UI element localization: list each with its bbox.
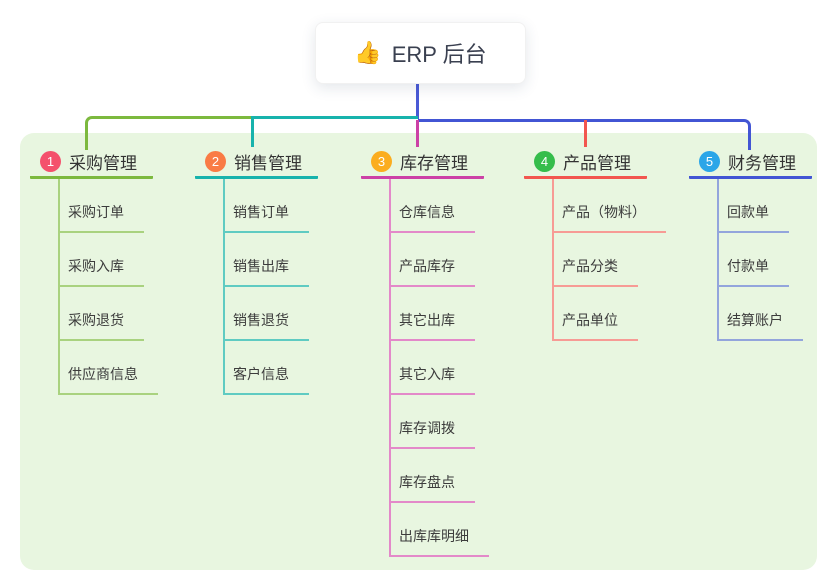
branch-finance: 5 财务管理 回款单 付款单 结算账户 bbox=[689, 146, 812, 341]
connector-branch2-drop bbox=[251, 116, 254, 147]
child-topic-label: 销售订单 bbox=[225, 202, 309, 233]
connector-branch2-horizontal bbox=[253, 116, 418, 119]
branch-children: 采购订单 采购入库 采购退货 供应商信息 bbox=[58, 179, 158, 395]
child-topic-label: 供应商信息 bbox=[60, 364, 158, 395]
child-topic-label: 客户信息 bbox=[225, 364, 309, 395]
child-topic[interactable]: 产品（物料） bbox=[554, 179, 666, 233]
child-topic[interactable]: 回款单 bbox=[719, 179, 803, 233]
branch-topic[interactable]: 4 产品管理 bbox=[524, 146, 647, 179]
child-topic[interactable]: 产品库存 bbox=[391, 233, 489, 287]
branch-topic[interactable]: 2 销售管理 bbox=[195, 146, 318, 179]
child-topic[interactable]: 结算账户 bbox=[719, 287, 803, 341]
branch-title: 销售管理 bbox=[234, 153, 302, 173]
child-topic[interactable]: 销售退货 bbox=[225, 287, 309, 341]
child-topic-label: 出库库明细 bbox=[391, 526, 489, 557]
child-topic[interactable]: 库存调拨 bbox=[391, 395, 489, 449]
branch-children: 销售订单 销售出库 销售退货 客户信息 bbox=[223, 179, 309, 395]
branch-children: 仓库信息 产品库存 其它出库 其它入库 库存调拨 库存盘点 出库库明细 bbox=[389, 179, 489, 557]
child-topic-label: 采购订单 bbox=[60, 202, 144, 233]
child-topic[interactable]: 销售订单 bbox=[225, 179, 309, 233]
mindmap-background-panel bbox=[20, 133, 817, 570]
branch-number-badge: 4 bbox=[534, 150, 555, 172]
child-topic[interactable]: 产品分类 bbox=[554, 233, 666, 287]
child-topic[interactable]: 采购入库 bbox=[60, 233, 158, 287]
branch-number-badge: 5 bbox=[699, 150, 720, 172]
child-topic-label: 仓库信息 bbox=[391, 202, 475, 233]
child-topic[interactable]: 仓库信息 bbox=[391, 179, 489, 233]
branch-number-badge: 1 bbox=[40, 150, 61, 172]
branch-title: 采购管理 bbox=[69, 153, 137, 173]
connector-branch1-elbow bbox=[85, 116, 256, 150]
child-topic-label: 产品分类 bbox=[554, 256, 638, 287]
child-topic-label: 其它入库 bbox=[391, 364, 475, 395]
child-topic-label: 库存调拨 bbox=[391, 418, 475, 449]
branch-inventory: 3 库存管理 仓库信息 产品库存 其它出库 其它入库 库存调拨 库存盘点 出库库… bbox=[361, 146, 489, 557]
child-topic[interactable]: 供应商信息 bbox=[60, 341, 158, 395]
thumbs-up-icon: 👍 bbox=[354, 40, 382, 65]
child-topic-label: 销售出库 bbox=[225, 256, 309, 287]
child-topic-label: 产品单位 bbox=[554, 310, 638, 341]
child-topic-label: 采购退货 bbox=[60, 310, 144, 341]
child-topic-label: 其它出库 bbox=[391, 310, 475, 341]
child-topic[interactable]: 其它入库 bbox=[391, 341, 489, 395]
branch-topic[interactable]: 3 库存管理 bbox=[361, 146, 484, 179]
child-topic[interactable]: 库存盘点 bbox=[391, 449, 489, 503]
branch-children: 回款单 付款单 结算账户 bbox=[717, 179, 803, 341]
branch-topic[interactable]: 5 财务管理 bbox=[689, 146, 812, 179]
connector-branch4-drop bbox=[584, 120, 587, 147]
branch-number-badge: 3 bbox=[371, 150, 392, 172]
branch-title: 财务管理 bbox=[728, 153, 796, 173]
connector-branch3-drop bbox=[416, 120, 419, 147]
child-topic[interactable]: 其它出库 bbox=[391, 287, 489, 341]
child-topic[interactable]: 付款单 bbox=[719, 233, 803, 287]
child-topic-label: 销售退货 bbox=[225, 310, 309, 341]
child-topic-label: 产品库存 bbox=[391, 256, 475, 287]
child-topic-label: 采购入库 bbox=[60, 256, 144, 287]
root-topic-label: ERP 后台 bbox=[391, 42, 487, 67]
branch-product: 4 产品管理 产品（物料） 产品分类 产品单位 bbox=[524, 146, 666, 341]
branch-purchase: 1 采购管理 采购订单 采购入库 采购退货 供应商信息 bbox=[30, 146, 158, 395]
child-topic[interactable]: 销售出库 bbox=[225, 233, 309, 287]
root-topic[interactable]: 👍 ERP 后台 bbox=[315, 22, 526, 84]
child-topic[interactable]: 客户信息 bbox=[225, 341, 309, 395]
child-topic-label: 库存盘点 bbox=[391, 472, 475, 503]
child-topic[interactable]: 采购退货 bbox=[60, 287, 158, 341]
branch-children: 产品（物料） 产品分类 产品单位 bbox=[552, 179, 666, 341]
branch-topic[interactable]: 1 采购管理 bbox=[30, 146, 153, 179]
child-topic-label: 产品（物料） bbox=[554, 202, 666, 233]
branch-title: 产品管理 bbox=[563, 153, 631, 173]
child-topic[interactable]: 产品单位 bbox=[554, 287, 666, 341]
child-topic-label: 回款单 bbox=[719, 202, 789, 233]
child-topic-label: 付款单 bbox=[719, 256, 789, 287]
child-topic[interactable]: 采购订单 bbox=[60, 179, 158, 233]
child-topic-label: 结算账户 bbox=[719, 310, 803, 341]
connector-root-vertical bbox=[416, 82, 419, 119]
branch-sales: 2 销售管理 销售订单 销售出库 销售退货 客户信息 bbox=[195, 146, 318, 395]
branch-number-badge: 2 bbox=[205, 150, 226, 172]
branch-title: 库存管理 bbox=[400, 153, 468, 173]
child-topic[interactable]: 出库库明细 bbox=[391, 503, 489, 557]
